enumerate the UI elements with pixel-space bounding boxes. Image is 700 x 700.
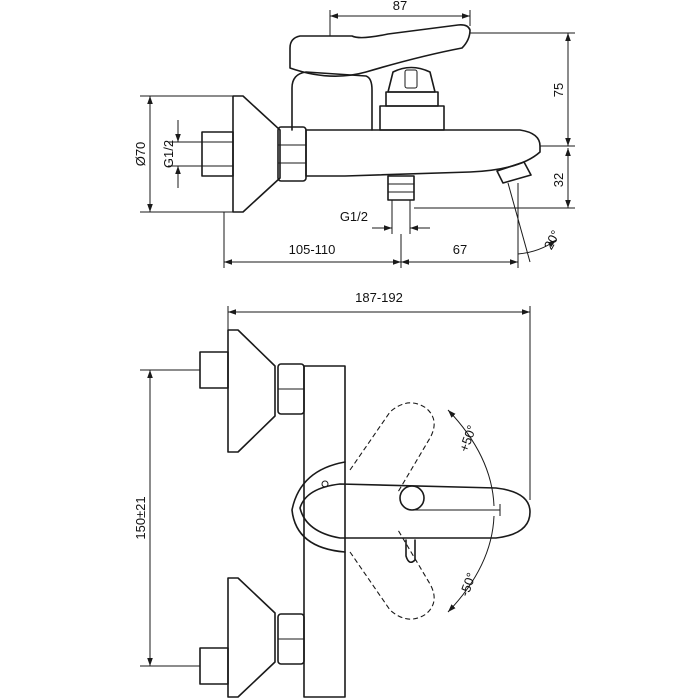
lever-position-plus50: [349, 402, 435, 493]
mixer-body-side: [305, 129, 541, 177]
diverter-stem: [405, 539, 416, 564]
dim-lever-reach: 87: [393, 0, 407, 13]
dim-outlet-to-spout: 67: [453, 242, 467, 257]
front-view: +50° -50° 187-192 150±21: [133, 290, 531, 698]
lever-pivot: [399, 485, 425, 511]
lever-position-minus50: [349, 529, 435, 620]
dim-rotation-plus: +50°: [456, 423, 479, 454]
dim-spout-angle: 20°: [541, 228, 563, 252]
dim-total-projection: 187-192: [355, 290, 403, 305]
cartridge-housing: [291, 71, 373, 131]
dim-lever-height: 75: [551, 83, 566, 97]
mixer-body-front: [303, 365, 346, 698]
diverter-knob-side: [387, 66, 436, 93]
dim-wall-to-outlet: 105-110: [289, 242, 336, 257]
dim-inlet-spacing: 150±21: [133, 496, 148, 539]
wall-plate-top: [227, 329, 276, 453]
wall-plate-side: [232, 95, 281, 213]
shower-outlet-fitting: [387, 175, 415, 201]
lever-side: [289, 24, 471, 77]
hex-nut-side: [277, 126, 307, 182]
spout-tip: [496, 161, 532, 184]
eccentric-connector: [201, 131, 234, 177]
lever-front: [299, 483, 531, 539]
dim-outlet-thread: G1/2: [340, 209, 368, 224]
dim-inlet-thread: G1/2: [161, 140, 176, 168]
wall-plate-bottom: [227, 577, 276, 698]
center-housing: [291, 461, 346, 553]
dim-rotation-minus: -50°: [457, 571, 479, 599]
side-view: 87 75 32 Ø70 G1/2 G1/2 105-110: [133, 0, 575, 268]
dim-outlet-height: 32: [551, 173, 566, 187]
dim-plate-diameter: Ø70: [133, 142, 148, 167]
